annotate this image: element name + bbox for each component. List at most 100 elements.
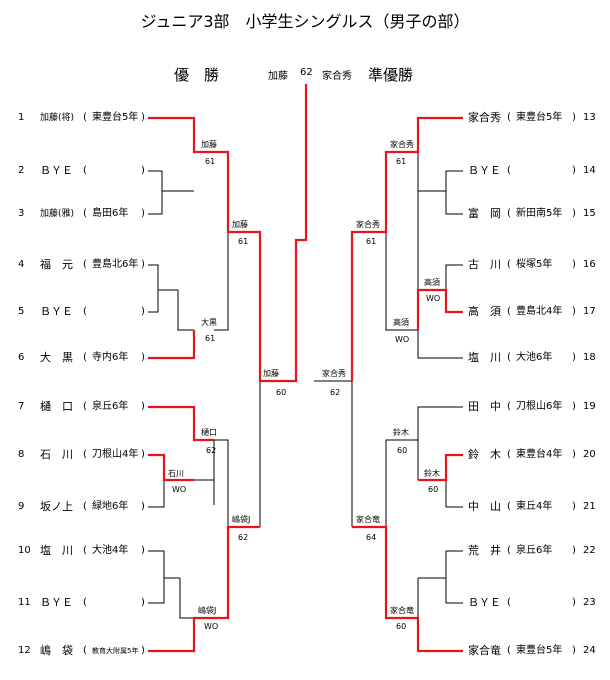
entry-paren-open: (: [507, 208, 511, 219]
entry-number: 1: [18, 112, 25, 123]
entry-paren-open: (: [83, 449, 87, 460]
entry-school: 大池4年: [92, 545, 129, 556]
entry-school: 東豊台5年: [92, 112, 139, 123]
result-winner: 加藤: [232, 220, 248, 229]
result-winner: 鈴木: [393, 428, 409, 437]
entry-number: 15: [583, 208, 596, 219]
entry-name: 塩 川: [40, 544, 73, 557]
entry-name: ＢＹＥ: [468, 596, 501, 609]
entry-school: 教育大附属5年: [92, 647, 139, 655]
entry-paren-close: ): [572, 165, 576, 176]
entry-number: 18: [583, 352, 596, 363]
entry-number: 23: [583, 597, 596, 608]
entry-name: 塩 川: [468, 351, 501, 364]
entry-school: 刀根山6年: [516, 401, 563, 412]
entry-number: 24: [583, 645, 596, 656]
entry-paren-close: ): [572, 306, 576, 317]
entry-name: ＢＹＥ: [40, 164, 73, 177]
entry-paren-open: (: [83, 112, 87, 123]
entry-paren-open: (: [83, 259, 87, 270]
result-score: 61: [205, 157, 216, 166]
bracket-line: [385, 439, 419, 527]
final-left-name: 加藤: [268, 71, 288, 82]
entry-paren-open: (: [83, 352, 87, 363]
entry-number: 11: [18, 597, 31, 608]
entry-school: 新田南5年: [516, 208, 563, 219]
entry-number: 6: [18, 352, 25, 363]
result-winner: 石川: [168, 469, 184, 478]
result-winner: 加藤: [201, 140, 217, 149]
entry-name: ＢＹＥ: [40, 305, 73, 318]
entry-number: 19: [583, 401, 596, 412]
entry-paren-open: (: [83, 208, 87, 219]
result-score: 60: [396, 622, 407, 631]
entry-paren-close: ): [141, 501, 145, 512]
entry-name: 福 元: [40, 258, 73, 271]
entry-paren-close: ): [572, 597, 576, 608]
winner-path: [148, 525, 260, 653]
entry-name: 家合秀: [468, 111, 501, 124]
bracket-line: [445, 578, 463, 604]
entry-name: 古 川: [468, 258, 501, 271]
entry-name: 家合竜: [468, 644, 501, 657]
entry-number: 4: [18, 259, 25, 270]
result-score: 62: [238, 533, 249, 542]
bracket-line: [148, 170, 178, 192]
winner-path: [416, 288, 463, 330]
result-winner: 家合竜: [356, 515, 380, 524]
result-score: 60: [276, 388, 287, 397]
entry-paren-close: ): [572, 112, 576, 123]
entry-paren-close: ): [572, 208, 576, 219]
bracket-line: [418, 170, 463, 192]
entry-name: 嶋 袋: [40, 644, 73, 657]
result-score: 60: [397, 446, 408, 455]
entry-number: 10: [18, 545, 31, 556]
result-score: WO: [395, 335, 410, 344]
winner-path: [148, 84, 308, 383]
bracket-line: [179, 578, 194, 619]
champion-label: 優 勝: [174, 66, 220, 84]
entry-paren-open: (: [507, 449, 511, 460]
entry-paren-close: ): [141, 165, 145, 176]
result-winner: 家合秀: [390, 140, 414, 149]
bracket-line: [445, 191, 463, 215]
entry-school: 東丘4年: [516, 501, 553, 512]
bracket-line: [417, 406, 463, 440]
entry-paren-open: (: [83, 597, 87, 608]
entry-number: 22: [583, 545, 596, 556]
result-winner: 家合秀: [356, 220, 380, 229]
entry-paren-close: ): [141, 306, 145, 317]
bracket-line: [148, 480, 165, 508]
entry-number: 3: [18, 208, 25, 219]
entry-paren-open: (: [507, 597, 511, 608]
entry-school: 豊島北4年: [516, 306, 563, 317]
bracket-line: [148, 578, 165, 604]
runnerup-label: 準優勝: [368, 66, 414, 84]
entry-number: 9: [18, 501, 25, 512]
entry-number: 16: [583, 259, 596, 270]
entry-school: 大池6年: [516, 352, 553, 363]
entry-paren-open: (: [507, 112, 511, 123]
final-score: 62: [300, 67, 313, 78]
winner-path: [350, 116, 463, 381]
result-winner: 嶋袋J: [232, 515, 251, 524]
result-winner: 高須: [424, 278, 440, 287]
entry-number: 12: [18, 645, 31, 656]
entry-school: 緑地6年: [92, 501, 129, 512]
entry-number: 20: [583, 449, 596, 460]
result-winner: 高須: [393, 318, 409, 327]
entry-paren-close: ): [572, 501, 576, 512]
result-score: 60: [428, 485, 439, 494]
entry-paren-close: ): [572, 259, 576, 270]
entry-paren-open: (: [507, 645, 511, 656]
entry-paren-close: ): [572, 401, 576, 412]
bracket-line: [214, 232, 229, 331]
result-winner: 加藤: [263, 369, 279, 378]
entry-paren-close: ): [141, 352, 145, 363]
entry-paren-close: ): [572, 545, 576, 556]
entry-number: 13: [583, 112, 596, 123]
entry-paren-open: (: [83, 401, 87, 412]
result-winner: 家合竜: [390, 606, 414, 615]
result-score: 64: [366, 533, 377, 542]
entry-name: 高 須: [468, 305, 501, 318]
